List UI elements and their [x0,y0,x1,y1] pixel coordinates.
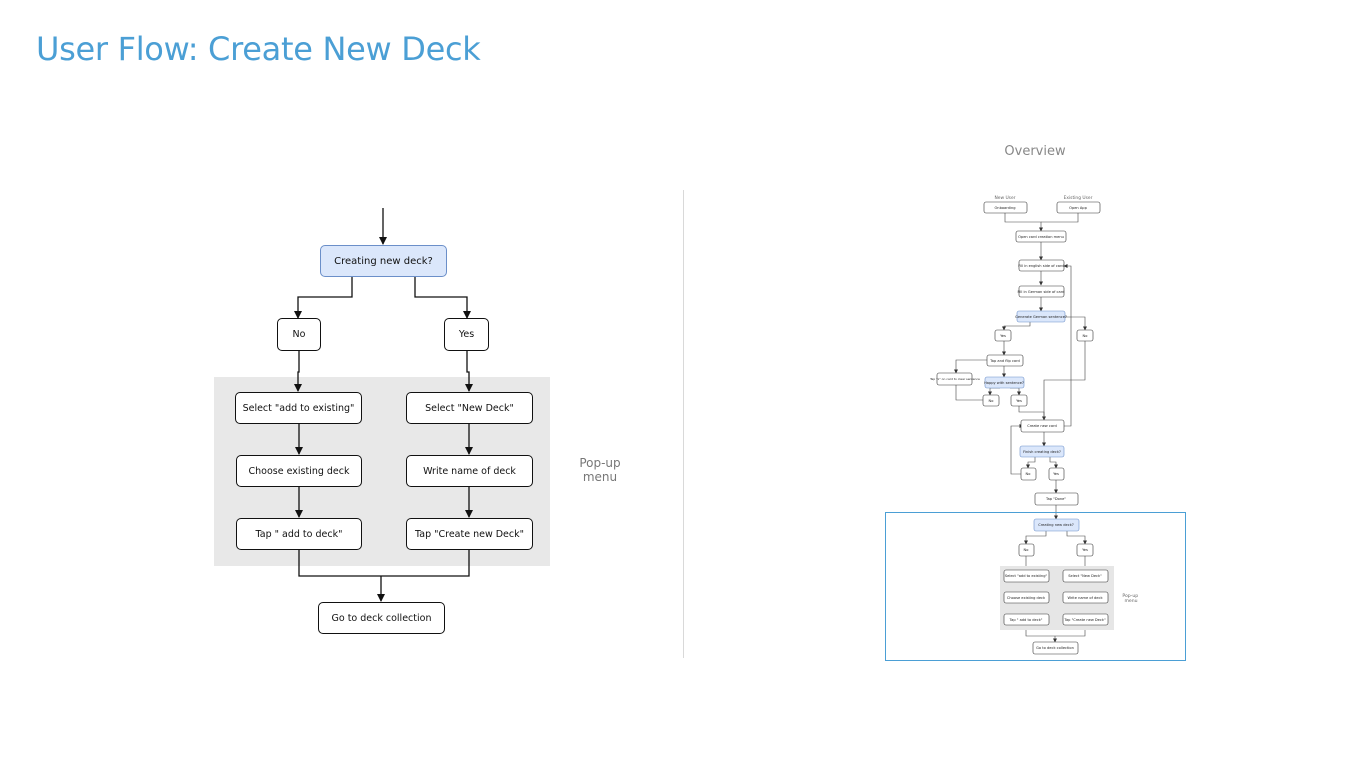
no-node: No [277,318,321,351]
svg-text:Choose existing deck: Choose existing deck [1007,596,1046,600]
svg-text:No: No [1083,334,1088,338]
svg-text:Onboarding: Onboarding [994,206,1015,210]
svg-text:Select "New Deck": Select "New Deck" [1068,574,1102,578]
overview-no-node-4: No [1018,543,1035,557]
svg-text:Yes: Yes [1000,334,1006,338]
svg-text:Fill in German side of card: Fill in German side of card [1018,290,1065,294]
svg-text:Tap "Done": Tap "Done" [1045,497,1066,501]
overview-open-card-creation-node: Open card creation menu [1015,230,1067,243]
svg-text:Create new card: Create new card [1027,424,1057,428]
select-new-deck-node: Select "New Deck" [406,392,533,424]
overview-new-user-label: New User [995,195,1016,201]
no-to-select-arrow [294,351,302,392]
choose-existing-deck-node: Choose existing deck [236,455,362,487]
decision-creating-new-deck: Creating new deck? [320,245,447,277]
svg-text:Happy with sentence?: Happy with sentence? [984,381,1024,385]
yes-to-select-arrow [465,351,473,392]
overview-open-app-node: Open App [1056,201,1101,214]
svg-text:Yes: Yes [1053,472,1059,476]
svg-text:No: No [1024,548,1029,552]
overview-tap-x-node: Tap "x" on card to clear sentence [929,372,980,386]
overview-fill-german-node: Fill in German side of card [1018,285,1065,298]
svg-text:Tap " add to deck": Tap " add to deck" [1009,618,1043,622]
overview-no-node-2: No [982,394,1000,407]
overview-select-new-node: Select "New Deck" [1062,569,1109,583]
svg-text:No: No [989,399,994,403]
overview-existing-user-label: Existing User [1064,195,1093,201]
overview-popup-label-line1: Pop-up [1122,593,1138,599]
svg-text:Finish creating deck?: Finish creating deck? [1023,450,1061,454]
go-to-deck-collection-node: Go to deck collection [318,602,445,634]
svg-text:Yes: Yes [1082,548,1088,552]
svg-text:Select "add to existing": Select "add to existing" [1005,574,1048,578]
svg-text:Open App: Open App [1069,206,1087,210]
overview-no-node-3: No [1020,467,1037,481]
overview-go-collection-node: Go to deck collection [1032,641,1079,655]
svg-text:Go to deck collection: Go to deck collection [1036,646,1074,650]
overview-finish-decision: Finish creating deck? [1019,445,1065,458]
merge-lines [298,550,470,577]
write-name-of-deck-node: Write name of deck [406,455,533,487]
overview-popup-label: Pop-up menu [1122,593,1139,604]
overview-title: Overview [1004,144,1066,159]
svg-text:Tap and flip card: Tap and flip card [989,359,1020,363]
main-flow-connectors [294,208,473,602]
overview-yes-node-2: Yes [1010,394,1028,407]
svg-text:Write name of deck: Write name of deck [1067,596,1103,600]
tap-add-to-deck-node: Tap " add to deck" [236,518,362,550]
overview-write-name-node: Write name of deck [1062,591,1109,604]
overview-yes-node-4: Yes [1076,543,1094,557]
svg-text:No: No [1026,472,1031,476]
overview-tap-done-node: Tap "Done" [1034,492,1079,506]
overview-create-new-card-node: Create new card [1020,419,1065,433]
overview-onboarding-node: Onboarding [983,201,1028,214]
overview-happy-decision: Happy with sentence? [984,376,1025,389]
svg-text:Creating new deck?: Creating new deck? [1038,523,1074,527]
overview-yes-node-3: Yes [1048,467,1065,481]
overview-generate-decision: Generate German sentence? [1015,310,1067,323]
yes-node: Yes [444,318,489,351]
decision-to-no-arrow [294,277,353,319]
svg-text:Open card creation menu: Open card creation menu [1018,235,1064,239]
svg-text:Yes: Yes [1016,399,1022,403]
svg-text:Fill in english side of card: Fill in english side of card [1018,264,1063,268]
overview-diagram: New User Existing User Onboarding Open A… [929,195,1139,655]
overview-current-section-highlight [885,512,1186,661]
svg-text:Generate German sentence?: Generate German sentence? [1015,315,1067,319]
decision-to-yes-arrow [414,277,471,319]
overview-yes-node-1: Yes [994,329,1012,342]
overview-fill-english-node: Fill in english side of card [1018,259,1065,272]
svg-text:Tap "Create new Deck": Tap "Create new Deck" [1063,618,1106,622]
overview-no-node-1: No [1076,329,1094,342]
select-add-to-existing-node: Select "add to existing" [235,392,362,424]
tap-create-new-deck-node: Tap "Create new Deck" [406,518,533,550]
section-divider [683,190,684,658]
overview-tap-flip-node: Tap and flip card [986,354,1024,367]
svg-text:Tap "x" on card to clear sente: Tap "x" on card to clear sentence [929,377,980,381]
overview-creating-deck-decision: Creating new deck? [1033,518,1080,532]
overview-popup-label-line2: menu [1124,599,1137,604]
popup-menu-label: Pop-up menu [579,456,621,484]
overview-select-existing-node: Select "add to existing" [1003,569,1050,583]
page-title: User Flow: Create New Deck [36,30,481,68]
overview-tap-create-node: Tap "Create new Deck" [1062,613,1109,626]
overview-choose-existing-node: Choose existing deck [1003,591,1050,604]
overview-tap-add-node: Tap " add to deck" [1003,613,1050,626]
